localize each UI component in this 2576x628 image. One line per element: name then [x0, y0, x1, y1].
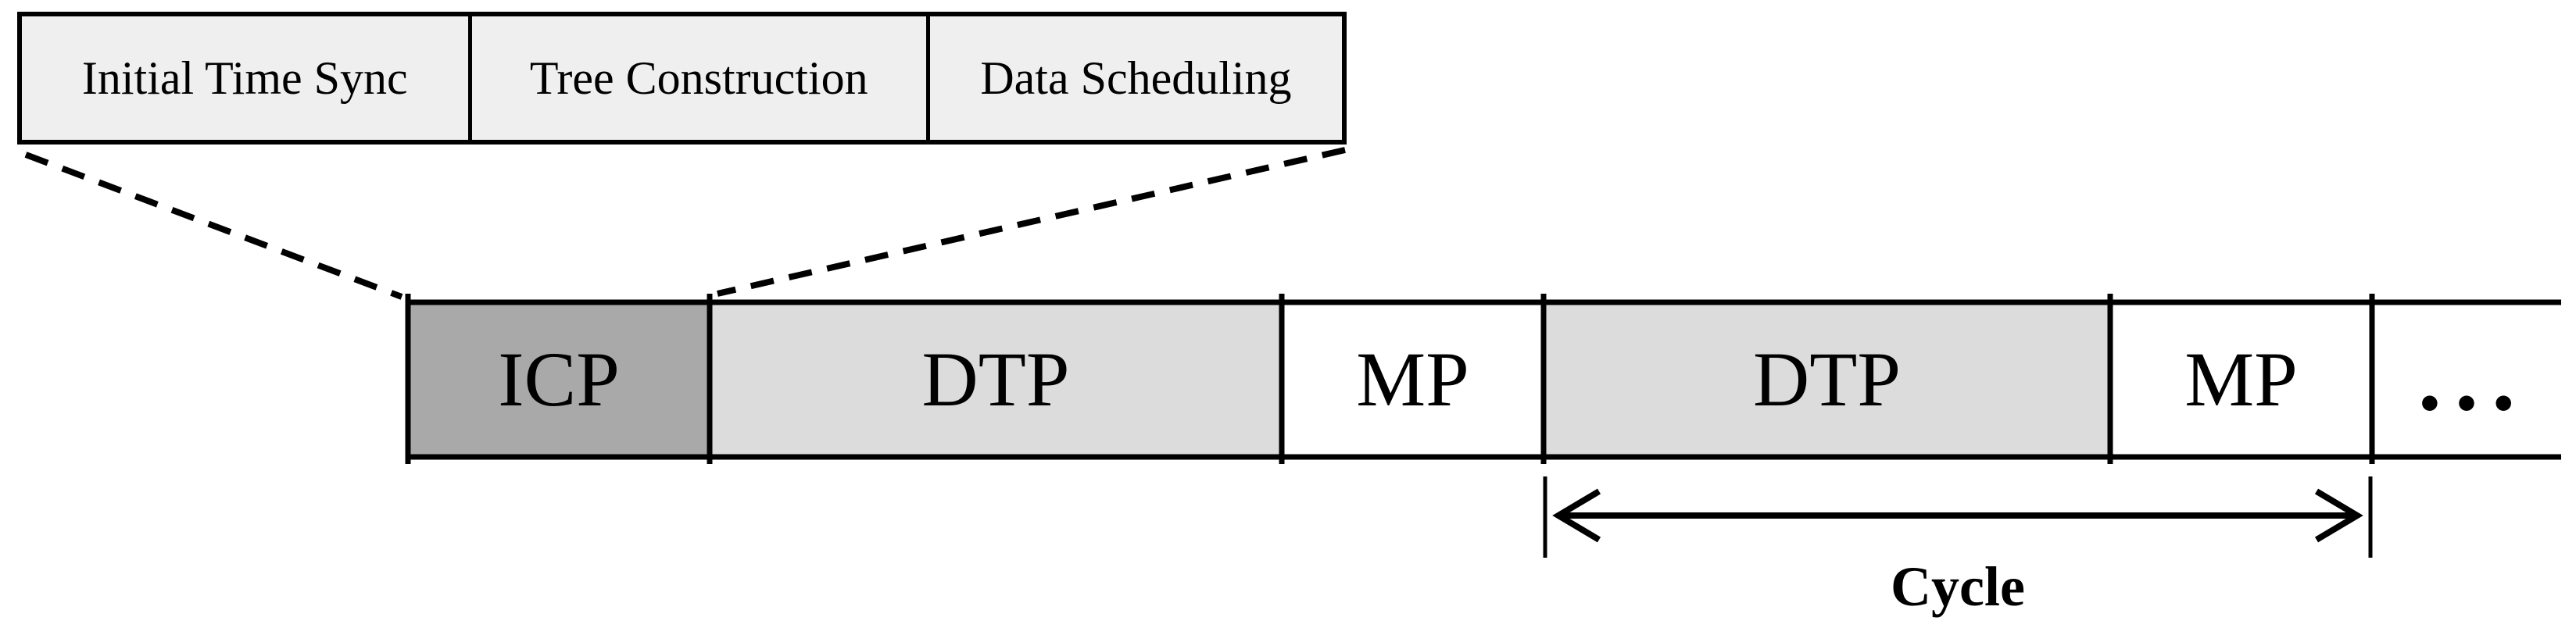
segment-mp-1-label: MP — [1356, 336, 1469, 423]
cycle-arrowhead-left — [1552, 488, 1601, 543]
dashed-connector-left — [24, 152, 403, 300]
ellipsis-icon: ••• — [2420, 372, 2531, 434]
segment-mp-2: MP — [2110, 305, 2372, 455]
phase-data-scheduling-label: Data Scheduling — [980, 52, 1292, 104]
phase-initial-time-sync: Initial Time Sync — [22, 16, 468, 140]
segment-icp-label: ICP — [498, 336, 620, 423]
dashed-connector-right — [717, 147, 1346, 297]
phase-initial-time-sync-label: Initial Time Sync — [81, 52, 408, 104]
cycle-arrowhead-right — [2314, 488, 2363, 543]
segment-continuation: ••• — [2372, 305, 2561, 455]
segment-dtp-2: DTP — [1544, 305, 2110, 455]
segment-mp-2-label: MP — [2184, 336, 2298, 423]
phase-data-scheduling: Data Scheduling — [925, 16, 1342, 140]
phase-tree-construction: Tree Construction — [467, 16, 926, 140]
segment-dtp-2-label: DTP — [1753, 336, 1901, 423]
segment-mp-1: MP — [1282, 305, 1544, 455]
segment-dtp-1-label: DTP — [921, 336, 1070, 423]
segment-dtp-1: DTP — [710, 305, 1282, 455]
segment-icp: ICP — [408, 305, 710, 455]
phase-tree-construction-label: Tree Construction — [529, 52, 868, 104]
cycle-label: Cycle — [1891, 555, 2025, 618]
phase-breakdown-row: Initial Time Sync Tree Construction Data… — [17, 12, 1347, 145]
